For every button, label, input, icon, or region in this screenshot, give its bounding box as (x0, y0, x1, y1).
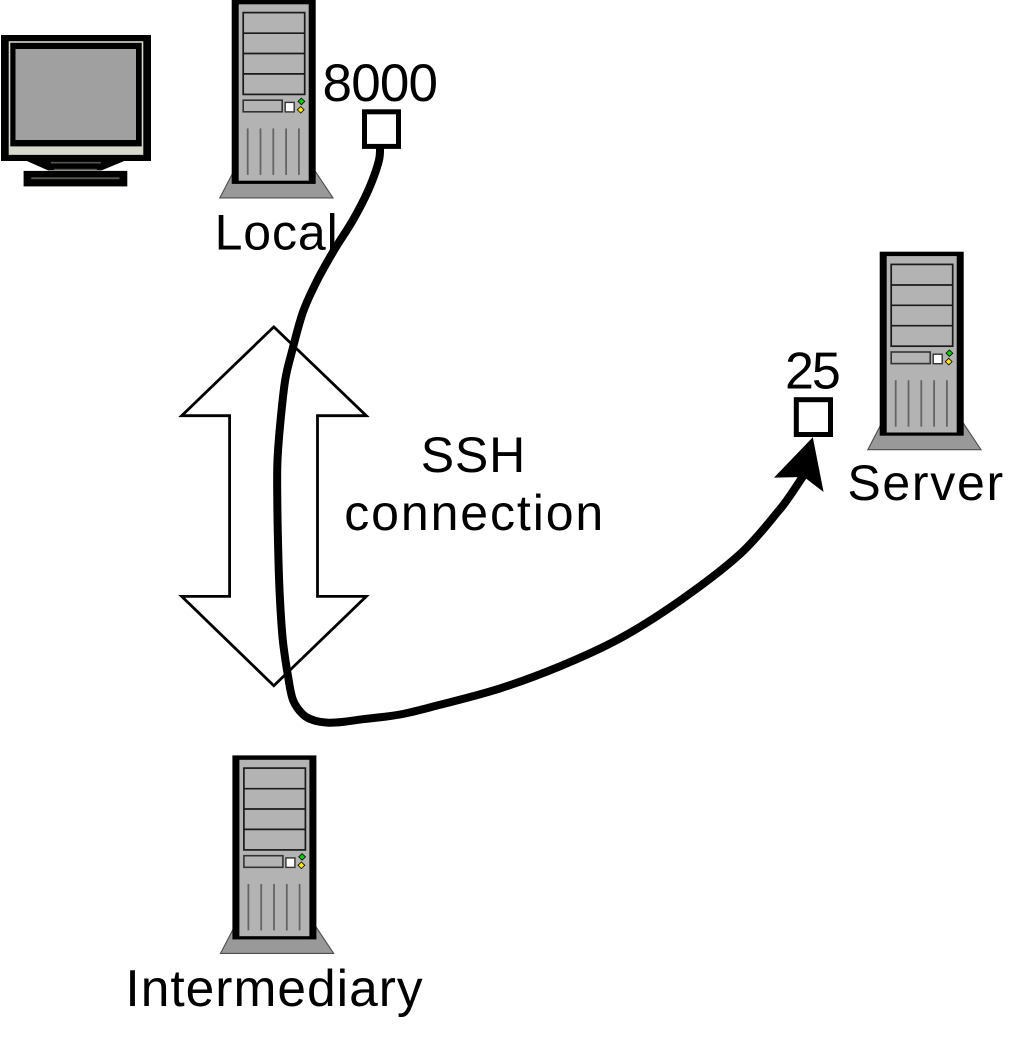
svg-text:25: 25 (785, 343, 839, 401)
svg-text:Intermediary: Intermediary (125, 959, 423, 1017)
svg-text:connection: connection (344, 485, 605, 541)
svg-text:SSH: SSH (421, 427, 526, 483)
svg-text:Server: Server (847, 455, 1004, 511)
svg-text:Local: Local (215, 204, 339, 260)
svg-text:8000: 8000 (323, 54, 438, 113)
